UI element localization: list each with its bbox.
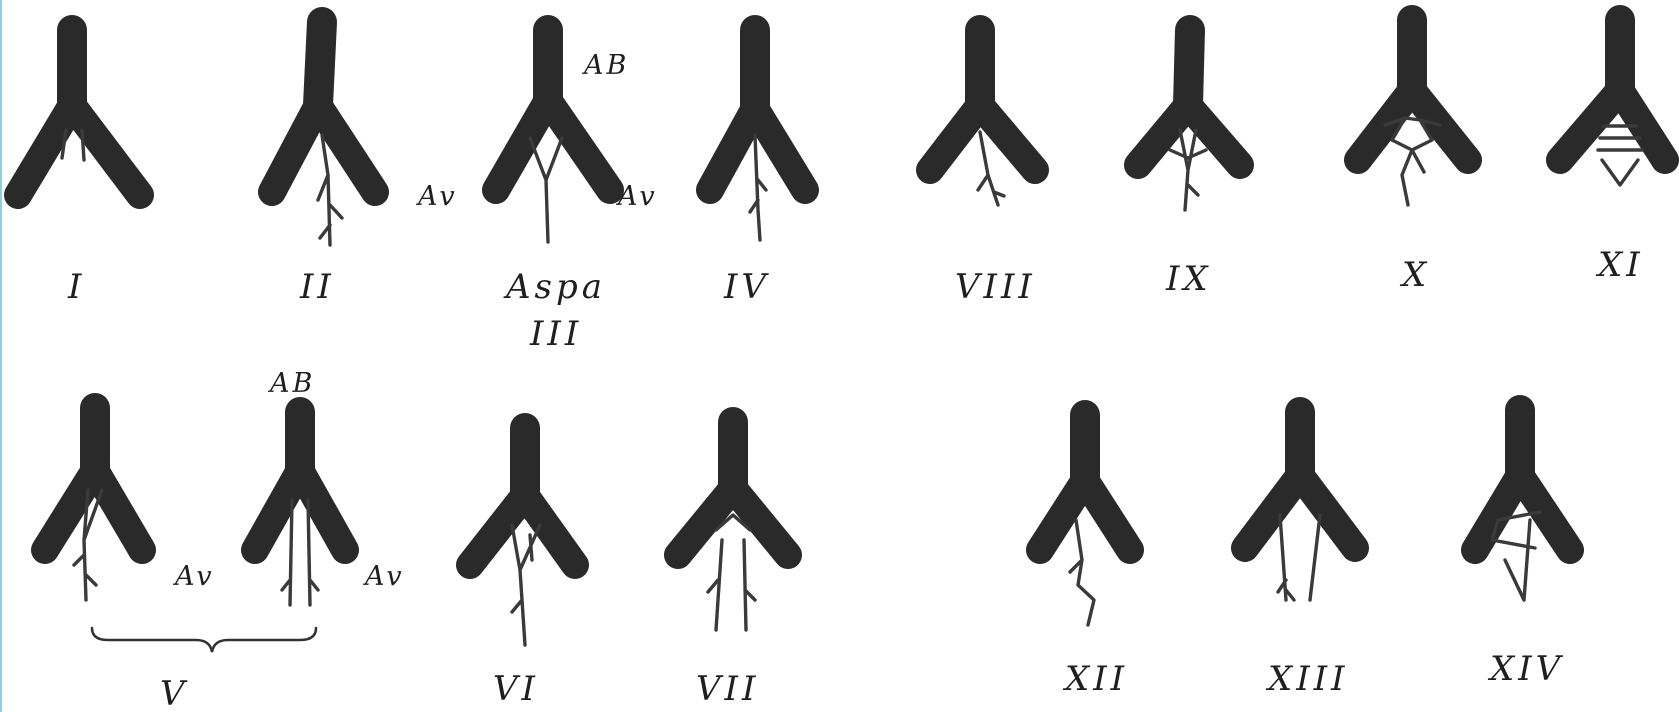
variant-v-grouping-brace (92, 628, 316, 652)
variant-ii-diagram (272, 22, 375, 245)
variant-xii-right-branch (1085, 480, 1130, 550)
variant-v-label: V (160, 674, 189, 712)
variant-xii-diagram (1040, 415, 1130, 625)
variant-iv-right-branch (755, 108, 805, 190)
variant-x-label: X (1399, 255, 1430, 295)
variant-ix-median-plexus (1170, 130, 1206, 210)
variant-v-av-left-annotation: Av (172, 561, 215, 592)
variant-xiii-diagram (1245, 412, 1355, 600)
variant-iii-av-left-annotation: Av (415, 181, 458, 212)
variant-vi-label: VI (493, 669, 539, 709)
variant-iii-av-right-annotation: Av (615, 181, 658, 212)
variant-xii-label: XII (1062, 659, 1128, 699)
variant-iii-anterior-spinal (530, 138, 562, 242)
variant-iii-aspa-annotation: Aspa (503, 267, 606, 307)
variant-xiv-label: XIV (1487, 649, 1564, 689)
variant-ix-diagram (1138, 30, 1240, 210)
variant-vii-diagram (678, 422, 788, 630)
variant-xi-diagram (1560, 20, 1665, 185)
variant-iv-label: IV (723, 267, 770, 307)
variant-iv-median-artery (750, 135, 766, 240)
variant-v-av-right-annotation: Av (362, 561, 405, 592)
variant-iii-label: III (529, 314, 582, 354)
variant-viii-right-branch (980, 105, 1035, 170)
variant-vi-diagram (470, 428, 575, 645)
variant-ix-label: IX (1165, 259, 1212, 299)
variant-xiv-diagram (1475, 410, 1570, 600)
variant-x-diagram (1358, 20, 1468, 205)
variant-v-right-diagram (255, 412, 345, 605)
variant-iii-ab-annotation: AB (581, 50, 629, 81)
variant-xii-tortuous-artery (1070, 520, 1094, 625)
variant-xiii-paired-arteries (1278, 515, 1320, 600)
variant-iv-diagram (710, 30, 805, 240)
variant-vii-double-median-artery (708, 515, 755, 630)
variant-iii-left-branch (496, 100, 548, 190)
variant-vii-label: VII (696, 669, 759, 709)
variant-xiii-label: XIII (1265, 659, 1349, 699)
variant-i-label: I (67, 267, 85, 307)
variant-i-twigs (62, 130, 84, 160)
variant-vi-median-artery (512, 525, 540, 645)
variant-viii-diagram (930, 30, 1035, 205)
variant-i-diagram (18, 30, 140, 195)
variant-xiii-right-branch (1300, 475, 1355, 548)
variant-v-ab-annotation: AB (267, 368, 315, 399)
variant-xi-label: XI (1595, 245, 1644, 285)
variant-iii-right-branch (548, 100, 610, 190)
variant-ii-label: II (299, 267, 335, 307)
variant-v-left-right-branch (95, 470, 142, 550)
variant-v-left-diagram (45, 408, 142, 600)
variant-viii-label: VIII (955, 267, 1036, 307)
